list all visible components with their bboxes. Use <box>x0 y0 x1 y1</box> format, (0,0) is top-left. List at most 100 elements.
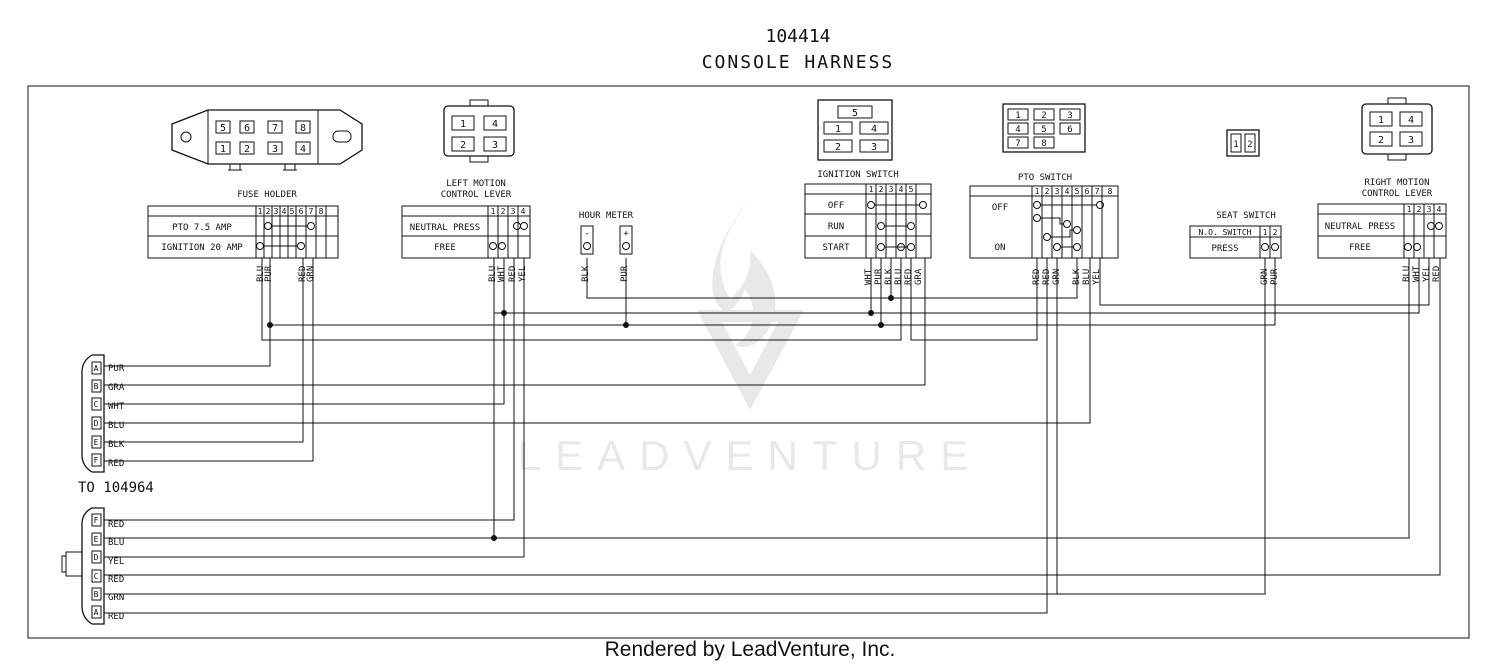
pto-switch: 1 2 3 4 5 6 7 8 PTO SWITCH 1 2 3 4 5 6 7… <box>969 103 1119 285</box>
svg-text:FREE: FREE <box>1349 243 1371 253</box>
svg-text:6: 6 <box>1085 187 1090 196</box>
svg-text:1: 1 <box>1233 140 1238 150</box>
svg-text:E: E <box>94 438 99 447</box>
svg-text:4: 4 <box>871 124 877 135</box>
svg-text:RED: RED <box>904 269 914 285</box>
svg-text:BLK: BLK <box>581 265 591 282</box>
svg-text:5: 5 <box>1075 187 1080 196</box>
svg-text:1: 1 <box>835 124 841 135</box>
svg-text:8: 8 <box>1108 187 1113 196</box>
svg-text:PUR: PUR <box>264 265 274 282</box>
svg-text:2: 2 <box>244 144 250 155</box>
svg-text:WHT: WHT <box>1412 265 1422 282</box>
svg-text:FREE: FREE <box>434 243 456 253</box>
svg-text:D: D <box>94 419 99 428</box>
svg-text:3: 3 <box>272 144 278 155</box>
svg-text:4: 4 <box>521 207 526 216</box>
svg-text:YEL: YEL <box>1092 269 1102 285</box>
splice-dot <box>267 322 273 328</box>
svg-text:4: 4 <box>282 207 287 216</box>
svg-text:1: 1 <box>1035 187 1040 196</box>
wiring-diagram: LEADVENTURE 104414 CONSOLE HARNESS 5 6 7… <box>27 26 1470 639</box>
svg-text:4: 4 <box>492 119 498 130</box>
wire-b-grn-b <box>104 258 1266 595</box>
wire-a-red <box>104 258 314 462</box>
svg-text:E: E <box>94 535 99 544</box>
svg-text:2: 2 <box>1378 135 1384 146</box>
svg-text:RIGHT MOTION: RIGHT MOTION <box>1364 178 1429 188</box>
ignition-table <box>804 183 932 259</box>
wire-blk-pto <box>891 258 1078 299</box>
wire-pur-seat <box>881 258 1276 326</box>
svg-text:2: 2 <box>266 207 271 216</box>
svg-text:5: 5 <box>290 207 295 216</box>
svg-text:WHT: WHT <box>108 402 125 412</box>
mounting-hole <box>180 131 192 143</box>
svg-text:5: 5 <box>852 108 858 119</box>
right-lever-table <box>1317 203 1447 259</box>
svg-text:B: B <box>94 382 99 391</box>
fuse-holder-table <box>147 205 339 259</box>
svg-text:WHT: WHT <box>497 265 507 282</box>
svg-text:BLK: BLK <box>884 268 894 285</box>
svg-text:2: 2 <box>1273 228 1278 237</box>
svg-text:7: 7 <box>1015 139 1020 149</box>
fuse-holder-housing <box>171 109 363 165</box>
wire-blk-hour <box>586 258 892 299</box>
svg-text:YEL: YEL <box>518 266 528 282</box>
svg-text:A: A <box>94 608 99 617</box>
svg-text:BLU: BLU <box>108 421 124 431</box>
svg-text:RED: RED <box>108 612 124 622</box>
svg-text:3: 3 <box>274 207 279 216</box>
svg-text:4: 4 <box>300 144 306 155</box>
splice-dot <box>491 535 497 541</box>
svg-text:7: 7 <box>272 123 278 134</box>
svg-text:CONTROL LEVER: CONTROL LEVER <box>441 190 512 200</box>
svg-text:RED: RED <box>108 520 124 530</box>
svg-text:YEL: YEL <box>1422 266 1432 282</box>
watermark: LEADVENTURE <box>518 198 968 479</box>
wire-a-pur <box>104 258 271 367</box>
mounting-slot <box>332 130 352 143</box>
right-motion-control-lever: 1 4 2 3 RIGHT MOTION CONTROL LEVER 1 2 3… <box>1317 97 1447 282</box>
svg-text:1: 1 <box>869 185 874 194</box>
connector-b: F E D C B A RED BLU YEL RED GRN RED <box>61 507 124 625</box>
svg-text:1: 1 <box>1263 228 1268 237</box>
svg-text:A: A <box>94 364 99 373</box>
svg-text:3: 3 <box>1067 111 1072 121</box>
svg-text:1: 1 <box>1015 111 1020 121</box>
svg-text:BLU: BLU <box>1082 269 1092 285</box>
footer-credit: Rendered by LeadVenture, Inc. <box>604 638 896 661</box>
wire-b-red-a <box>104 258 1048 614</box>
svg-text:PUR: PUR <box>108 364 125 374</box>
svg-text:5: 5 <box>909 185 914 194</box>
splice-dot <box>501 310 507 316</box>
svg-text:GRN: GRN <box>108 593 124 603</box>
svg-text:8: 8 <box>1041 139 1046 149</box>
svg-text:6: 6 <box>1067 125 1072 135</box>
svg-text:N.O. SWITCH: N.O. SWITCH <box>1199 228 1252 237</box>
svg-text:8: 8 <box>300 123 306 134</box>
svg-text:1: 1 <box>1407 205 1412 214</box>
svg-text:4: 4 <box>1065 187 1070 196</box>
svg-text:1: 1 <box>1378 115 1384 126</box>
svg-text:7: 7 <box>309 207 314 216</box>
svg-text:RED: RED <box>508 266 518 282</box>
svg-text:3: 3 <box>492 140 498 151</box>
svg-text:BLU: BLU <box>1402 266 1412 282</box>
svg-text:HOUR METER: HOUR METER <box>579 211 634 221</box>
svg-text:4: 4 <box>899 185 904 194</box>
wire-blu-bus <box>261 258 902 341</box>
svg-text:5: 5 <box>220 123 226 134</box>
svg-text:IGNITION SWITCH: IGNITION SWITCH <box>817 170 898 180</box>
svg-text:F: F <box>94 456 99 465</box>
svg-text:F: F <box>94 516 99 525</box>
svg-text:3: 3 <box>889 185 894 194</box>
svg-text:4: 4 <box>1015 125 1020 135</box>
svg-text:RED: RED <box>108 575 124 585</box>
wire-yel-pto <box>1099 258 1430 306</box>
svg-text:RED: RED <box>108 459 124 469</box>
svg-text:1: 1 <box>258 207 263 216</box>
svg-text:YEL: YEL <box>108 557 124 567</box>
svg-text:PTO 7.5 AMP: PTO 7.5 AMP <box>172 223 232 233</box>
